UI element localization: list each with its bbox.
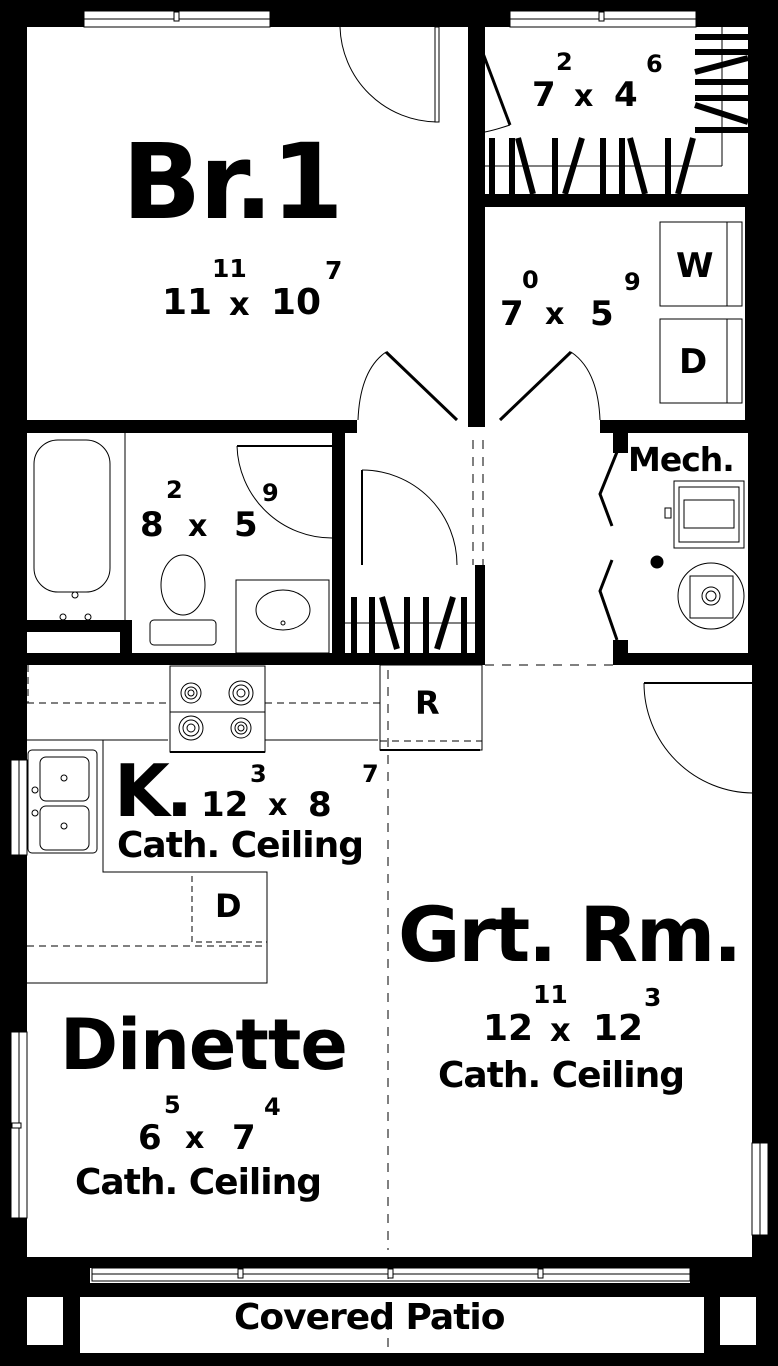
dim-length-inches: 9 — [624, 268, 641, 296]
dim-width-inches: 11 — [533, 980, 568, 1009]
room-name: Br.1 — [122, 121, 344, 243]
dim-width-feet: 7 — [500, 294, 524, 334]
room-name: Covered Patio — [234, 1297, 505, 1338]
ceiling-lines — [387, 440, 613, 1355]
kitchen-fixtures — [27, 664, 483, 984]
dim-separator: x — [229, 285, 250, 323]
dim-length-feet: 5 — [590, 294, 614, 334]
dim-width-feet: 6 — [138, 1118, 162, 1158]
refrigerator-label: R — [415, 684, 440, 722]
dim-separator: x — [268, 788, 288, 823]
dim-width-inches: 2 — [556, 48, 573, 76]
room-name: Grt. Rm. — [398, 890, 742, 979]
dim-width-feet: 12 — [483, 1008, 534, 1049]
dim-width-feet: 7 — [532, 75, 556, 115]
dim-width-inches: 2 — [166, 476, 183, 504]
dim-width-inches: 0 — [522, 266, 539, 294]
dim-length-inches: 7 — [325, 256, 343, 285]
dim-length-inches: 6 — [646, 50, 663, 78]
room-name: Mech. — [628, 440, 735, 479]
dryer-label: D — [679, 342, 708, 382]
dim-separator: x — [550, 1011, 571, 1049]
dim-length-feet: 7 — [232, 1118, 256, 1158]
dim-length-feet: 10 — [271, 282, 322, 323]
dim-width-inches: 11 — [212, 254, 247, 283]
closet-hangers — [345, 27, 749, 653]
laundry-appliances — [659, 221, 743, 404]
dim-separator: x — [545, 297, 565, 332]
dim-length-feet: 8 — [308, 785, 332, 825]
dim-length-inches: 4 — [264, 1093, 281, 1121]
dim-length-inches: 7 — [362, 760, 379, 788]
doors — [236, 26, 754, 794]
windows — [10, 10, 769, 1282]
ceiling-note: Cath. Ceiling — [75, 1162, 322, 1203]
dim-length-feet: 5 — [234, 505, 258, 545]
bath-fixtures — [33, 433, 330, 654]
dim-width-inches: 5 — [164, 1091, 181, 1119]
dim-length-inches: 9 — [262, 479, 279, 507]
washer-label: W — [676, 246, 714, 286]
dim-length-feet: 4 — [614, 75, 638, 115]
room-name: K. — [114, 749, 193, 833]
mech-equipment — [650, 480, 745, 630]
dim-separator: x — [188, 509, 208, 544]
dim-length-feet: 12 — [593, 1008, 644, 1049]
dim-separator: x — [574, 79, 594, 114]
dim-width-feet: 8 — [140, 505, 164, 545]
patio-frame — [27, 1280, 756, 1355]
ceiling-note: Cath. Ceiling — [438, 1055, 685, 1096]
dim-width-inches: 3 — [250, 760, 267, 788]
dishwasher-label: D — [215, 887, 242, 925]
room-name: Dinette — [60, 1004, 348, 1086]
ceiling-note: Cath. Ceiling — [117, 825, 364, 866]
dim-width-feet: 11 — [162, 282, 213, 323]
dim-width-feet: 12 — [201, 785, 249, 825]
dim-separator: x — [185, 1121, 205, 1156]
dim-length-inches: 3 — [644, 983, 662, 1012]
